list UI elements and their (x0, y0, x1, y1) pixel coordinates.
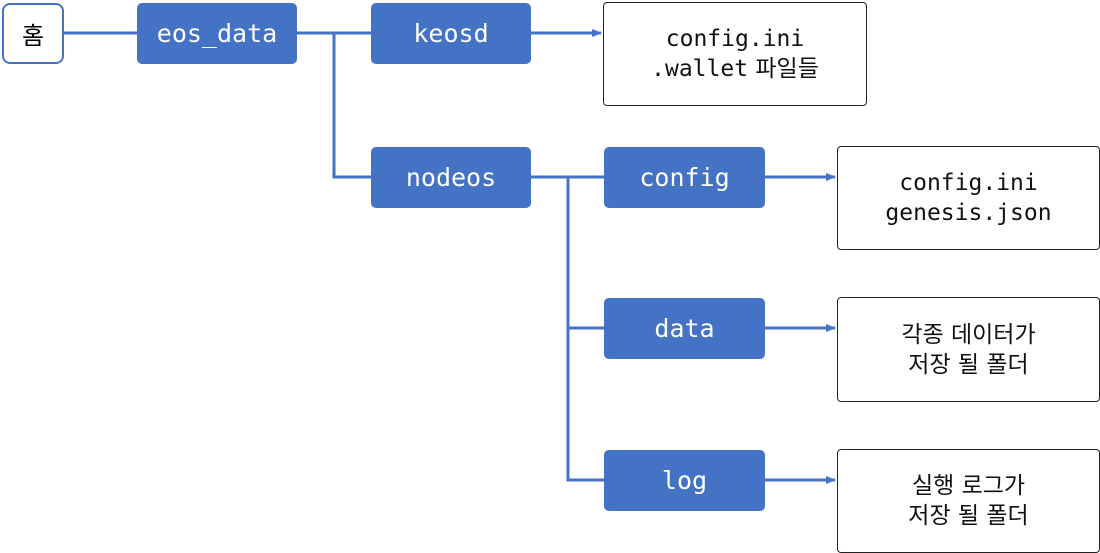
files-suffix-text: 파일들 (748, 56, 819, 82)
keosd-node: keosd (371, 3, 531, 64)
keosd-files-box: config.ini .wallet 파일들 (603, 2, 867, 106)
config-files-box: config.ini genesis.json (837, 146, 1100, 250)
nodeos-node: nodeos (371, 147, 531, 208)
data-desc-line1: 각종 데이터가 (901, 321, 1036, 348)
data-node: data (604, 298, 765, 359)
log-desc-line1: 실행 로그가 (911, 473, 1026, 499)
data-desc-box: 각종 데이터가 저장 될 폴더 (837, 297, 1100, 402)
connector-nodeos-log (566, 328, 604, 482)
log-desc-box: 실행 로그가 저장 될 폴더 (837, 449, 1100, 553)
config-files-line2: genesis.json (885, 200, 1052, 226)
config-node: config (604, 147, 765, 208)
config-files-line1: config.ini (899, 170, 1038, 196)
home-node: 홈 (2, 3, 64, 64)
log-desc-line2: 저장 될 폴더 (908, 503, 1029, 529)
connector-nodeos-data (566, 177, 604, 330)
data-desc-line2: 저장 될 폴더 (908, 351, 1029, 378)
connector-eos-data-nodeos (332, 33, 371, 179)
eos-data-node: eos_data (137, 3, 297, 64)
keosd-files-line2: .wallet 파일들 (651, 54, 819, 84)
keosd-files-line1: config.ini (665, 26, 805, 52)
log-node: log (604, 450, 765, 511)
wallet-ext-text: .wallet (651, 56, 749, 82)
